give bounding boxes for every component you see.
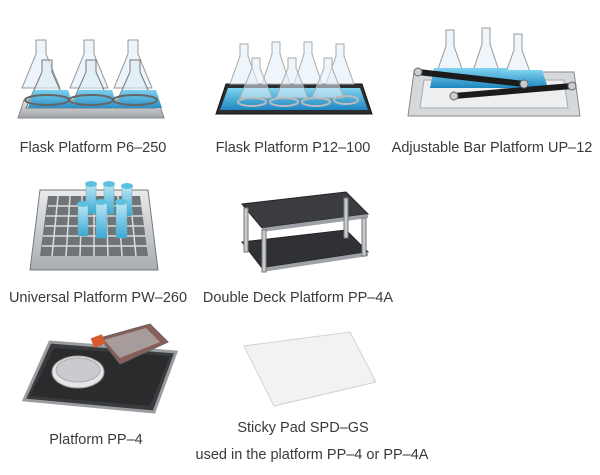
- caption-platform-pp4: Platform PP–4: [49, 432, 143, 448]
- caption-flask-platform-p12: Flask Platform P12–100: [215, 140, 371, 156]
- platform-pp4-image: [20, 320, 180, 416]
- caption-adjustable-bar-platform: Adjustable Bar Platform UP–12: [391, 140, 593, 156]
- caption-flask-platform-p6: Flask Platform P6–250: [19, 140, 167, 156]
- flask-platform-p12-image: [212, 36, 377, 126]
- double-deck-platform-image: [222, 184, 372, 280]
- universal-platform-image: [24, 172, 164, 278]
- caption-sticky-pad: Sticky Pad SPD–GS: [237, 420, 369, 436]
- adjustable-bar-platform-image: [404, 24, 584, 124]
- caption-universal-platform: Universal Platform PW–260: [8, 290, 188, 306]
- sticky-pad-note: used in the platform PP–4 or PP–4A: [195, 447, 429, 463]
- sticky-pad-image: [238, 330, 378, 410]
- flask-platform-p6-image: [16, 28, 166, 128]
- caption-double-deck-platform: Double Deck Platform PP–4A: [202, 290, 394, 306]
